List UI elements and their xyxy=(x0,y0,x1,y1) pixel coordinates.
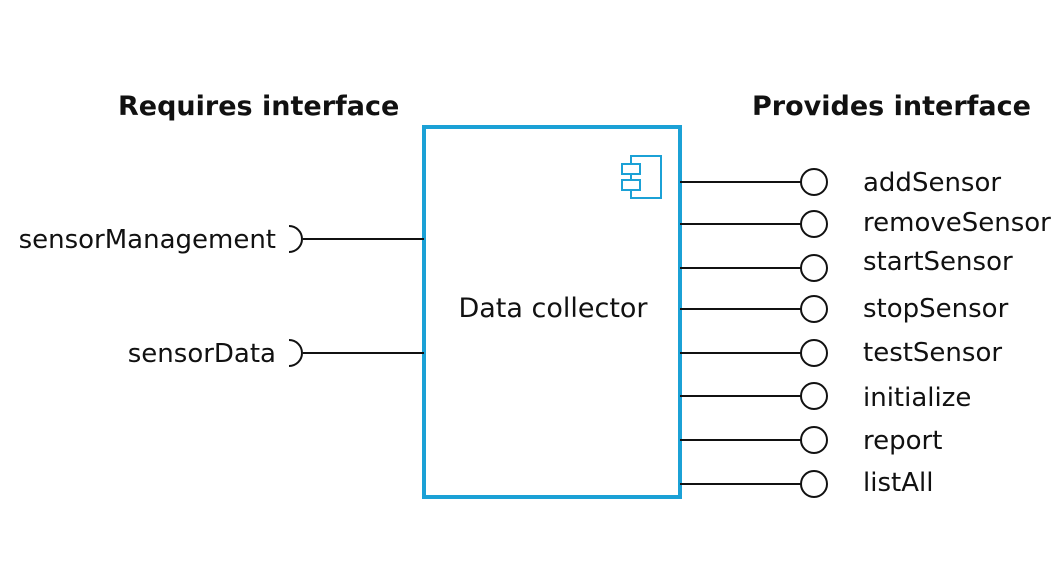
component-name: Data collector xyxy=(458,293,648,324)
provided-interface-label: listAll xyxy=(863,468,933,498)
lollipop-icon xyxy=(800,382,828,410)
provides-interface-heading: Provides interface xyxy=(752,91,1031,122)
lollipop-icon xyxy=(800,426,828,454)
requires-interfaces: sensorManagement sensorData xyxy=(19,225,424,369)
uml-component-icon xyxy=(621,155,662,199)
required-interface: sensorData xyxy=(128,339,424,369)
provided-interface-label: testSensor xyxy=(863,338,1002,368)
provided-interface-label: removeSensor xyxy=(863,208,1051,238)
socket-icon xyxy=(288,339,303,367)
provided-interface-label: initialize xyxy=(863,383,971,413)
provided-interface-label: startSensor xyxy=(863,247,1013,277)
provided-interface-label: report xyxy=(863,426,942,456)
lollipop-icon xyxy=(800,295,828,323)
provides-interfaces: addSensor removeSensor startSensor stopSens… xyxy=(680,168,1051,498)
lollipop-icon xyxy=(800,254,828,282)
provided-interface: testSensor xyxy=(680,338,1002,368)
required-interface: sensorManagement xyxy=(19,225,424,255)
required-interface-label: sensorData xyxy=(128,339,276,369)
lollipop-icon xyxy=(800,470,828,498)
provided-interface: startSensor xyxy=(680,247,1013,282)
lollipop-icon xyxy=(800,339,828,367)
requires-interface-heading: Requires interface xyxy=(118,91,399,122)
required-interface-label: sensorManagement xyxy=(19,225,276,255)
lollipop-icon xyxy=(800,210,828,238)
provided-interface: report xyxy=(680,426,942,456)
provided-interface-label: stopSensor xyxy=(863,294,1009,324)
provided-interface: initialize xyxy=(680,382,971,413)
provided-interface-label: addSensor xyxy=(863,168,1001,198)
provided-interface: listAll xyxy=(680,468,933,498)
provided-interface: stopSensor xyxy=(680,294,1009,324)
provided-interface: removeSensor xyxy=(680,208,1051,238)
provided-interface: addSensor xyxy=(680,168,1001,198)
socket-icon xyxy=(288,225,303,253)
lollipop-icon xyxy=(800,168,828,196)
